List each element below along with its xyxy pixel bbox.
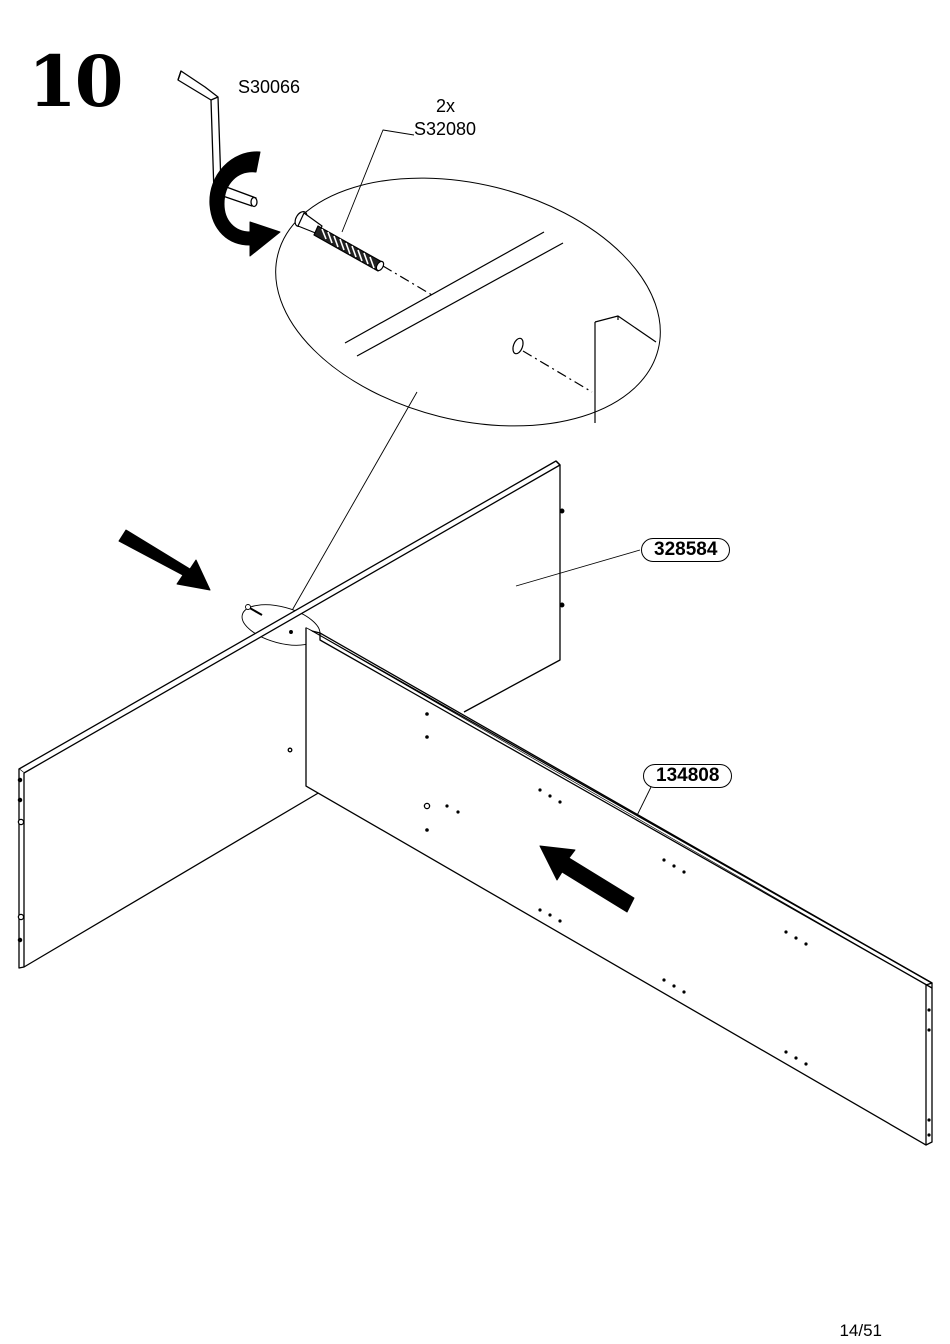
- back-panel: [18, 461, 563, 968]
- direction-arrow-icon: [119, 530, 210, 590]
- screw-part-code: S32080: [414, 119, 476, 139]
- front-panel-code: 134808: [643, 764, 732, 788]
- back-panel-code: 328584: [641, 538, 730, 562]
- page-number: 14/51: [839, 1321, 882, 1341]
- step-number: 10: [28, 42, 121, 122]
- hex-key-part-code: S30066: [238, 77, 300, 97]
- detail-magnifier: [249, 140, 686, 464]
- front-panel: [306, 628, 932, 1145]
- screw-quantity: 2x: [436, 96, 455, 116]
